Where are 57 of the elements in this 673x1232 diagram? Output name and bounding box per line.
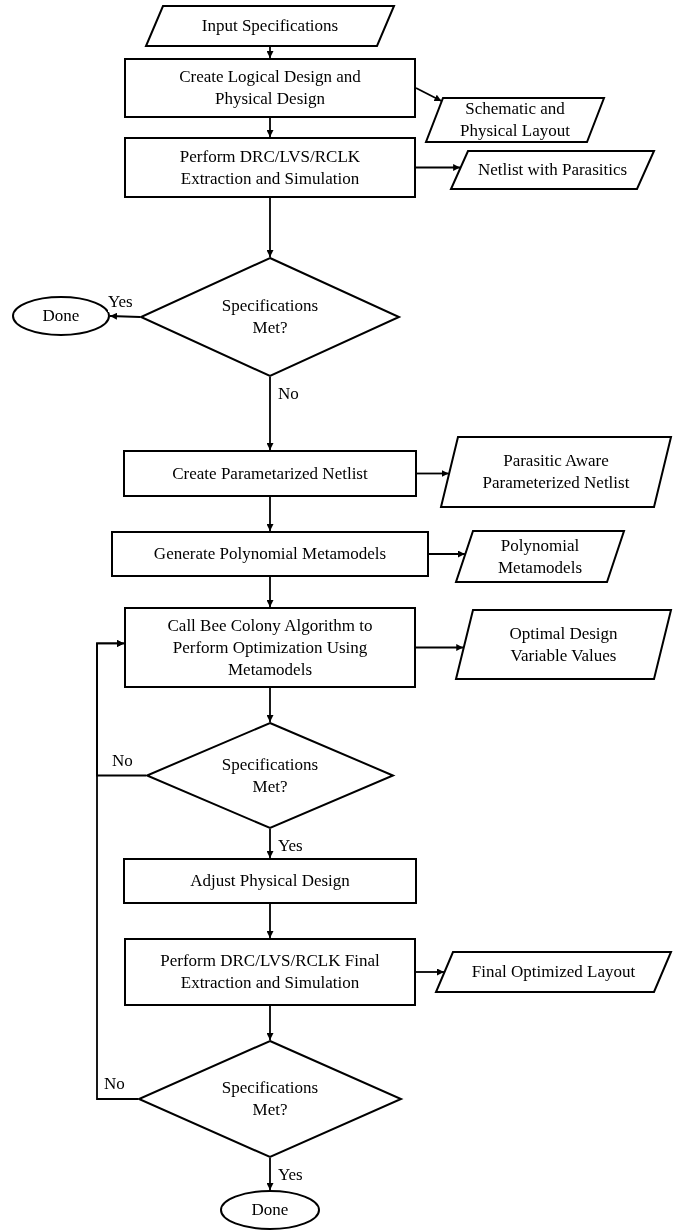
node-text: Done bbox=[250, 1198, 290, 1221]
node-text: Final Optimized Layout bbox=[470, 960, 637, 983]
data-parallelogram bbox=[435, 951, 672, 993]
data-parallelogram bbox=[425, 97, 605, 143]
arrow bbox=[266, 687, 274, 723]
arrow bbox=[96, 639, 139, 1100]
node-text: Perform DRC/LVS/RCLK Extraction and Simulation bbox=[178, 145, 362, 190]
process-box bbox=[123, 858, 417, 904]
edge-label: Yes bbox=[108, 293, 133, 312]
arrow bbox=[266, 496, 274, 532]
node-text: Specifications Met? bbox=[220, 753, 320, 798]
arrow bbox=[266, 376, 274, 451]
decision-diamond bbox=[146, 722, 394, 829]
node-text: Generate Polynomial Metamodels bbox=[152, 542, 388, 565]
node-text: Polynomial Metamodels bbox=[496, 534, 583, 579]
node-text: Specifications Met? bbox=[220, 1076, 320, 1121]
terminal-oval bbox=[220, 1190, 320, 1230]
arrow bbox=[266, 197, 274, 258]
node-text: Create Parametarized Netlist bbox=[171, 462, 369, 485]
arrow bbox=[266, 828, 274, 859]
process-box bbox=[124, 58, 416, 118]
node-text: Input Specifications bbox=[200, 14, 340, 37]
data-parallelogram bbox=[145, 5, 395, 47]
data-parallelogram bbox=[455, 609, 672, 680]
decision-diamond bbox=[140, 257, 400, 377]
arrow bbox=[266, 46, 274, 59]
arrow bbox=[266, 1157, 274, 1191]
node-text: Call Bee Colony Algorithm to Perform Optimization Using Metamodels bbox=[166, 614, 374, 681]
data-parallelogram bbox=[455, 530, 625, 583]
node-text: Schematic and Physical Layout bbox=[459, 97, 571, 142]
arrow bbox=[416, 470, 450, 477]
arrow bbox=[415, 87, 443, 102]
process-box bbox=[123, 450, 417, 497]
arrow bbox=[266, 903, 274, 939]
data-parallelogram bbox=[440, 436, 672, 508]
node-text: Create Logical Design and Physical Design bbox=[178, 65, 362, 110]
decision-diamond bbox=[138, 1040, 402, 1158]
node-text: Perform DRC/LVS/RCLK Final Extraction and Simulation bbox=[159, 949, 381, 994]
data-parallelogram bbox=[450, 150, 655, 190]
arrow bbox=[109, 312, 141, 320]
process-box bbox=[111, 531, 429, 577]
node-text: Netlist with Parasitics bbox=[476, 158, 629, 181]
node-text: Parasitic Aware Parameterized Netlist bbox=[481, 449, 631, 494]
arrow bbox=[266, 576, 274, 608]
arrow bbox=[415, 968, 445, 976]
arrow bbox=[266, 1005, 274, 1041]
arrow bbox=[266, 117, 274, 138]
process-box bbox=[124, 607, 416, 688]
arrow bbox=[415, 164, 462, 171]
process-box bbox=[124, 938, 416, 1006]
arrow bbox=[428, 550, 466, 558]
node-text: Adjust Physical Design bbox=[189, 869, 351, 892]
node-text: Optimal Design Variable Values bbox=[508, 622, 619, 667]
process-box bbox=[124, 137, 416, 198]
terminal-oval bbox=[12, 296, 110, 336]
node-text: Done bbox=[41, 304, 81, 327]
node-text: Specifications Met? bbox=[220, 294, 320, 339]
